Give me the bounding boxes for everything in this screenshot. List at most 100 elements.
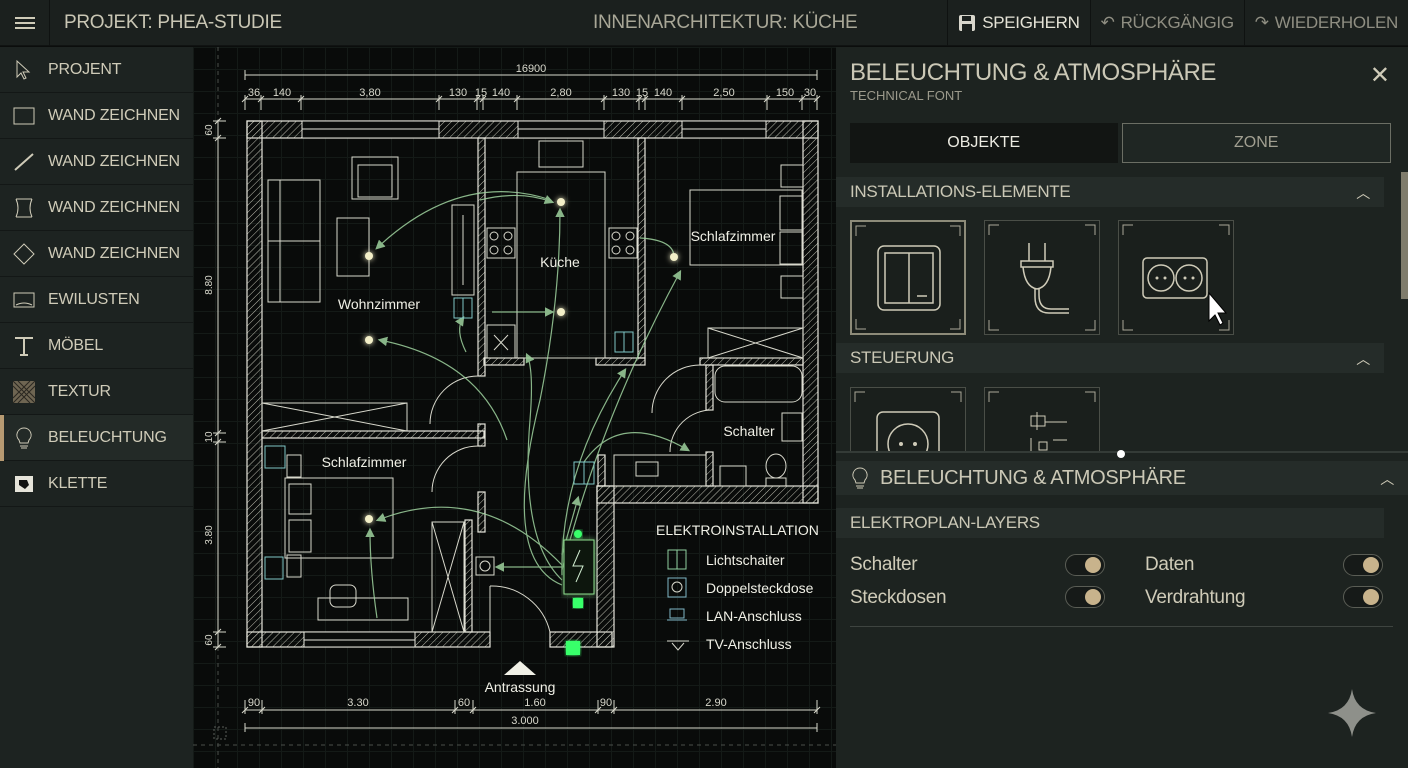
dimension-tick [435, 95, 443, 103]
tile-light-switch[interactable] [850, 220, 966, 335]
sidebar-item-beleuchtung[interactable]: BELEUCHTUNG [0, 415, 193, 461]
sidebar-item-label: WAND ZEICHNEN [48, 244, 180, 262]
dim-left: 60 [204, 634, 215, 646]
toggle-steckdosen[interactable] [1065, 586, 1105, 608]
properties-panel: BELEUCHTUNG & ATMOSPHÄRE TECHNICAL FONT … [836, 47, 1408, 768]
redo-button[interactable]: ↷WIEDERHOLEN [1243, 0, 1408, 46]
dim-top: 140 [273, 87, 291, 99]
dimension-tick [469, 706, 477, 714]
wall-diamond-icon [12, 242, 36, 266]
dim-left: 60 [204, 124, 215, 136]
tab-zone[interactable]: ZONE [1121, 123, 1391, 163]
dim-top: 150 [776, 87, 794, 99]
chevron-up-icon[interactable]: ︿ [1380, 471, 1394, 487]
top-bar: PROJEKT: PHEA-STUDIE INNENARCHITEKTUR: K… [0, 0, 1408, 46]
dim-top: 30 [804, 87, 816, 99]
dimension-tick [594, 706, 602, 714]
close-icon[interactable]: ✕ [1369, 62, 1390, 89]
tile-socket[interactable] [850, 387, 966, 451]
dim-top: 130 [449, 87, 467, 99]
hamburger-icon [14, 14, 35, 32]
distribution-board [563, 530, 595, 655]
sidebar-item-wand-line[interactable]: WAND ZEICHNEN [0, 139, 193, 185]
dimension-tick [479, 95, 487, 103]
legend-item: Lichtschaiter [706, 552, 785, 568]
dim-top-total: 16900 [516, 63, 547, 75]
sidebar-item-wand-curve[interactable]: WAND ZEICHNEN [0, 185, 193, 231]
sparkle-icon [1328, 689, 1376, 737]
legend-item: Doppelsteckdose [706, 580, 814, 596]
toggle-daten[interactable] [1343, 554, 1383, 576]
dimension-tick [214, 643, 222, 651]
sidebar-item-klette[interactable]: KLETTE [0, 461, 193, 507]
sidebar-item-label: WAND ZEICHNEN [48, 152, 180, 170]
sidebar-item-moebel[interactable]: MÖBEL [0, 323, 193, 369]
sidebar-item-textur[interactable]: TEXTUR [0, 369, 193, 415]
wall-line-icon [12, 150, 36, 174]
floorplan-drawing: 16900 36 140 3,80 130 15 140 2,80 130 15… [193, 47, 836, 768]
sidebar-item-wand-diamond[interactable]: WAND ZEICHNEN [0, 231, 193, 277]
undo-button[interactable]: ↶RÜCKGÄNGIG [1089, 0, 1244, 46]
tile-control-unit[interactable] [984, 387, 1100, 451]
sidebar-item-ewilusten[interactable]: EWILUSTEN [0, 277, 193, 323]
sidebar-item-label: MÖBEL [48, 336, 104, 354]
room-label-kueche: Küche [540, 254, 580, 270]
save-button[interactable]: SPEIGHERN [947, 0, 1089, 46]
dimension-tick [813, 706, 821, 714]
dim-left: 8.80 [204, 275, 215, 295]
socket-icon [854, 391, 962, 451]
dimension-tick [763, 95, 771, 103]
chevron-up-icon[interactable]: ︿ [1356, 351, 1370, 367]
dimension-tick [635, 95, 643, 103]
dimension-tick [813, 95, 821, 103]
wall-curve-icon [12, 196, 36, 220]
section-layers: ELEKTROPLAN-LAYERS [836, 508, 1384, 538]
redo-label: WIEDERHOLEN [1274, 13, 1399, 32]
tool-sidebar: PROJENT WAND ZEICHNEN WAND ZEICHNEN WAND… [0, 47, 193, 768]
light-switch-legend-icon [667, 549, 687, 570]
dimension-tick [610, 706, 618, 714]
mouse-cursor-icon [1208, 291, 1228, 326]
sidebar-item-label: WAND ZEICHNEN [48, 198, 180, 216]
dimension-top [241, 70, 821, 110]
dim-top: 140 [492, 87, 510, 99]
chevron-up-icon[interactable]: ︿ [1356, 185, 1370, 201]
dimension-tick [297, 95, 305, 103]
sidebar-item-projekt[interactable]: PROJENT [0, 47, 193, 93]
section-beleuchtung[interactable]: BELEUCHTUNG & ATMOSPHÄRE︿ [836, 461, 1408, 495]
dimension-bottom [241, 700, 821, 732]
floorplan-canvas[interactable]: 16900 36 140 3,80 130 15 140 2,80 130 15… [193, 47, 836, 768]
resize-handle[interactable] [1117, 450, 1125, 458]
toggle-verdrahtung[interactable] [1343, 586, 1383, 608]
section-steuerung[interactable]: STEUERUNG︿ [836, 343, 1384, 373]
menu-button[interactable] [0, 0, 50, 46]
double-socket-icon [1122, 224, 1230, 331]
dim-top: 130 [612, 87, 630, 99]
divider [850, 626, 1393, 627]
cursor-icon [12, 58, 36, 82]
dimension-tick [241, 706, 249, 714]
panel-subtitle: TECHNICAL FONT [850, 88, 963, 103]
sidebar-item-wand-rect[interactable]: WAND ZEICHNEN [0, 93, 193, 139]
dim-top: 3,80 [359, 87, 380, 99]
dimension-tick [451, 706, 459, 714]
section-installations[interactable]: INSTALLATIONS-ELEMENTE︿ [836, 177, 1384, 207]
tab-objekte[interactable]: OBJEKTE [850, 123, 1118, 163]
bulb-icon [12, 426, 36, 450]
tile-plug[interactable] [984, 220, 1100, 335]
clip-icon [12, 472, 36, 496]
wiring [365, 191, 691, 619]
tv-port-legend-icon [667, 640, 689, 651]
ceiling-lights [365, 198, 678, 523]
plug-icon [988, 224, 1096, 331]
toggle-schalter[interactable] [1065, 554, 1105, 576]
dimension-tick [678, 95, 686, 103]
sidebar-item-label: BELEUCHTUNG [48, 428, 167, 446]
dim-left: 10 [204, 431, 215, 443]
sidebar-item-label: KLETTE [48, 474, 108, 492]
layer-label-steckdosen: Steckdosen [850, 587, 947, 608]
room-label-schlafzimmer-right: Schlafzimmer [691, 228, 776, 244]
panel-scrollbar[interactable] [1401, 172, 1408, 299]
legend: ELEKTROINSTALLATION Lichtschaiter Doppel… [656, 522, 819, 652]
tile-double-socket[interactable] [1118, 220, 1234, 335]
